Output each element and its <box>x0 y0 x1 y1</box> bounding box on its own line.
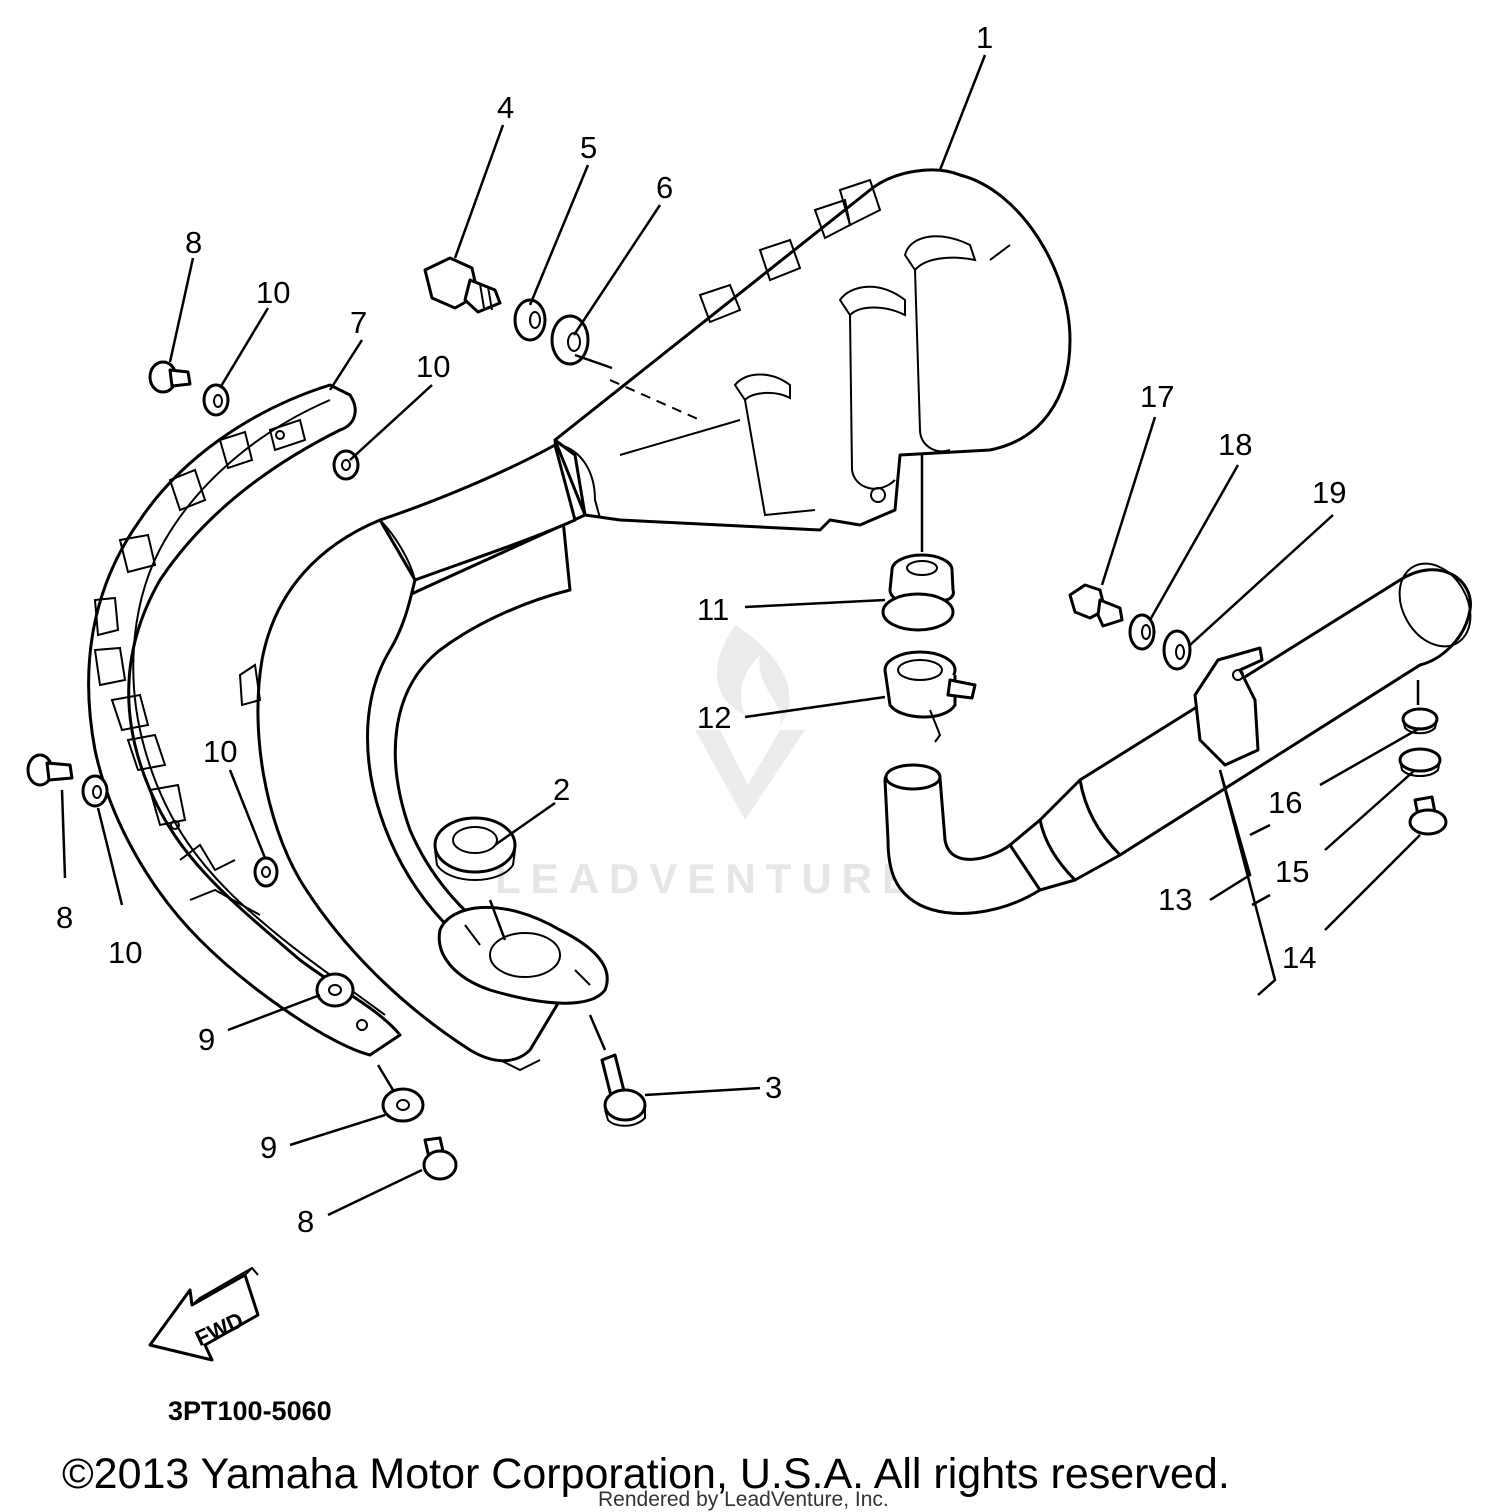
forward-direction-arrow: FWD <box>148 1266 260 1362</box>
callout-15: 15 <box>1275 854 1309 889</box>
pipe-clamp <box>883 650 977 743</box>
callout-10-upper-right: 10 <box>416 349 450 384</box>
grommet <box>881 553 955 632</box>
callout-6: 6 <box>656 170 673 205</box>
callout-13: 13 <box>1158 882 1192 917</box>
screw-8-bottom <box>422 1136 458 1181</box>
screw-8-top <box>148 360 192 394</box>
silencer-bolt <box>1068 583 1124 628</box>
damper-10-top <box>202 383 230 417</box>
callout-8-top: 8 <box>185 225 202 260</box>
callout-1: 1 <box>976 20 993 55</box>
callout-18: 18 <box>1218 427 1252 462</box>
silencer-collar <box>1398 747 1442 777</box>
callout-10-left: 10 <box>108 935 142 970</box>
silencer-lock-washer <box>1128 613 1156 651</box>
leader-lines <box>60 54 1421 1217</box>
callout-3: 3 <box>765 1070 782 1105</box>
muffler-bolt <box>423 256 502 314</box>
callout-9-lower: 9 <box>260 1130 277 1165</box>
callout-10-lower: 10 <box>203 734 237 769</box>
callout-9-upper: 9 <box>198 1022 215 1057</box>
callout-2: 2 <box>553 772 570 807</box>
lock-washer <box>513 298 547 342</box>
callout-11: 11 <box>697 592 729 627</box>
callout-labels: 1 2 3 4 5 6 7 8 8 8 9 9 10 10 10 10 11 1… <box>56 20 1346 1239</box>
leadventure-watermark-logo <box>695 625 805 820</box>
callout-12: 12 <box>697 700 731 735</box>
damper-10-left <box>81 774 109 808</box>
callout-17: 17 <box>1140 379 1174 414</box>
callout-8-left: 8 <box>56 900 73 935</box>
heat-protector <box>87 383 402 1057</box>
silencer-screw <box>1408 795 1448 836</box>
watermark-text: LEADVENTURE <box>495 855 920 902</box>
callout-14: 14 <box>1282 940 1316 975</box>
flange-bolt <box>600 1053 647 1127</box>
callout-19: 19 <box>1312 475 1346 510</box>
exhaust-gasket <box>433 816 517 881</box>
callout-16: 16 <box>1268 785 1302 820</box>
exhaust-flange <box>437 905 609 1005</box>
diagram-code: 3PT100-5060 <box>168 1396 332 1426</box>
silencer <box>883 562 1472 915</box>
muffler-body <box>553 168 1072 532</box>
rendered-by-credit: Rendered by LeadVenture, Inc. <box>598 1488 889 1511</box>
screw-8-left <box>26 753 74 787</box>
silencer-washer <box>1162 629 1192 671</box>
callout-7: 7 <box>350 305 367 340</box>
exhaust-head-pipe <box>238 438 587 1072</box>
callout-4: 4 <box>497 90 514 125</box>
callout-8-bottom: 8 <box>297 1204 314 1239</box>
silencer-damper <box>1401 707 1439 735</box>
callout-10-top: 10 <box>256 275 290 310</box>
collar-9-lower <box>381 1087 425 1123</box>
damper-10-lower <box>253 856 279 888</box>
copyright-notice: ©2013 Yamaha Motor Corporation, U.S.A. A… <box>62 1450 1230 1498</box>
callout-5: 5 <box>580 130 597 165</box>
collar-9-upper <box>315 972 355 1008</box>
